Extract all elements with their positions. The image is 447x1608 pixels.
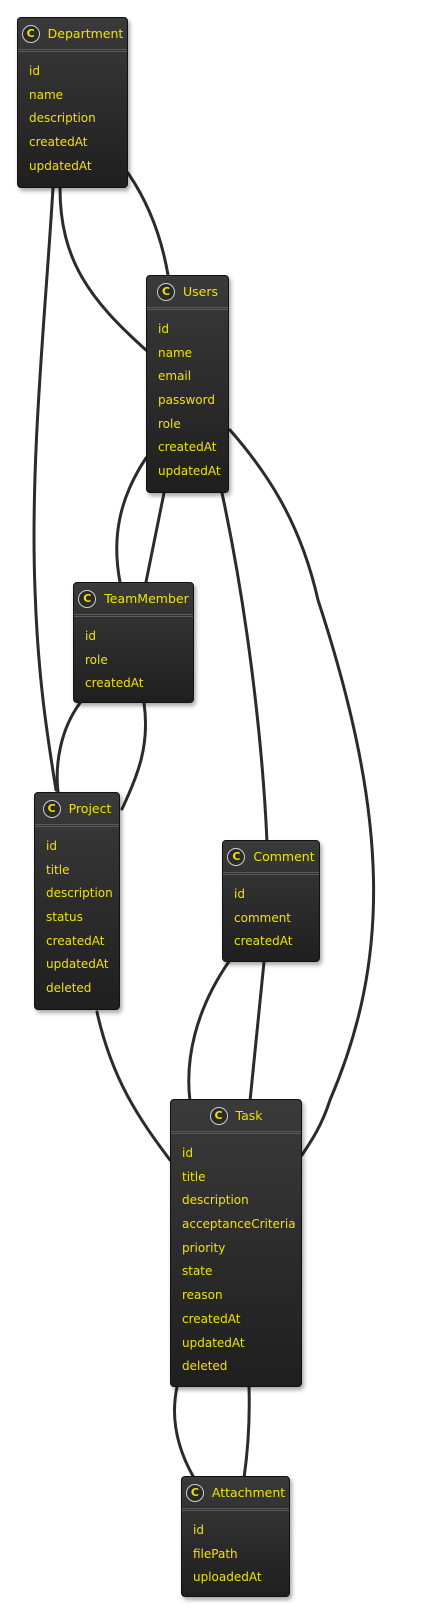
class-field: createdAt [182,1311,241,1326]
class-field: createdAt [158,440,217,455]
edge-teammember-project-a [55,701,82,794]
class-field: createdAt [234,934,293,949]
edge-teammember-project-b [120,701,148,811]
class-attachment[interactable]: C Attachment id filePath uploadedAt [181,1476,290,1597]
class-header: C Users [147,276,228,310]
class-badge-icon: C [156,282,175,301]
edge-task-attachment-b [242,1385,251,1480]
class-field: updatedAt [29,158,92,173]
class-field: updatedAt [46,957,109,972]
class-title: Users [182,284,218,299]
edge-comment-task-a [187,958,232,1103]
class-field: id [85,629,96,643]
class-users[interactable]: C Users id name email password role crea… [146,275,229,493]
edge-department-users-b [58,186,148,352]
class-field: id [158,322,169,336]
class-field: id [234,887,245,901]
class-field: createdAt [46,933,105,948]
edge-department-project [32,186,58,792]
class-title: Department [47,26,124,41]
class-badge-icon: C [21,24,40,43]
class-department[interactable]: C Department id name description created… [17,17,128,188]
class-teammember[interactable]: C TeamMember id role createdAt [73,582,194,703]
class-field: title [46,862,70,877]
class-field: uploadedAt [193,1570,262,1585]
class-field: reason [182,1288,223,1303]
class-field: createdAt [85,676,144,691]
class-title: Project [68,801,112,816]
class-field: description [29,111,96,126]
class-field: role [85,652,108,667]
class-field: id [182,1146,193,1160]
class-field: password [158,393,215,408]
class-badge-icon: C [42,799,61,818]
class-badge-icon: C [185,1483,204,1502]
class-title: Attachment [211,1485,286,1500]
class-field: name [158,345,193,360]
class-field: role [158,416,181,431]
class-field: deleted [182,1359,228,1374]
class-header: C TeamMember [74,583,193,617]
class-comment[interactable]: C Comment id comment createdAt [222,840,320,962]
class-field: comment [234,910,292,925]
class-field: status [46,910,83,925]
class-field: deleted [46,981,92,996]
class-title: Task [235,1108,263,1123]
class-header: C Task [171,1100,301,1134]
class-title: Comment [253,849,315,864]
class-field: updatedAt [182,1335,245,1350]
class-badge-icon: C [78,589,97,608]
class-field: description [46,886,113,901]
class-field: name [29,87,64,102]
edge-department-users-a [126,171,170,277]
class-header: C Attachment [182,1477,289,1511]
class-field: state [182,1264,213,1279]
edge-comment-task-b [248,960,266,1103]
class-field: id [193,1523,204,1537]
class-header: C Comment [223,841,319,875]
class-project[interactable]: C Project id title description status cr… [34,792,120,1010]
class-task[interactable]: C Task id title description acceptanceCr… [170,1099,302,1387]
class-header: C Project [35,793,119,827]
edge-users-comment [220,491,269,844]
class-field: createdAt [29,135,88,150]
edge-users-teammember-a [115,456,148,584]
class-field: description [182,1193,249,1208]
class-field: priority [182,1240,226,1255]
class-field: acceptanceCriteria [182,1217,296,1232]
edge-task-attachment-a [173,1385,196,1480]
class-field: id [29,64,40,78]
class-field: filePath [193,1546,238,1561]
class-field: email [158,369,192,384]
class-badge-icon: C [227,847,246,866]
class-field: updatedAt [158,464,221,479]
class-field: title [182,1169,206,1184]
edge-users-teammember-b [144,491,166,584]
class-field: id [46,839,57,853]
edge-project-task [95,1010,172,1162]
class-title: TeamMember [104,591,189,606]
class-badge-icon: C [209,1106,228,1125]
edge-users-task [228,428,376,1157]
class-header: C Department [18,18,127,52]
